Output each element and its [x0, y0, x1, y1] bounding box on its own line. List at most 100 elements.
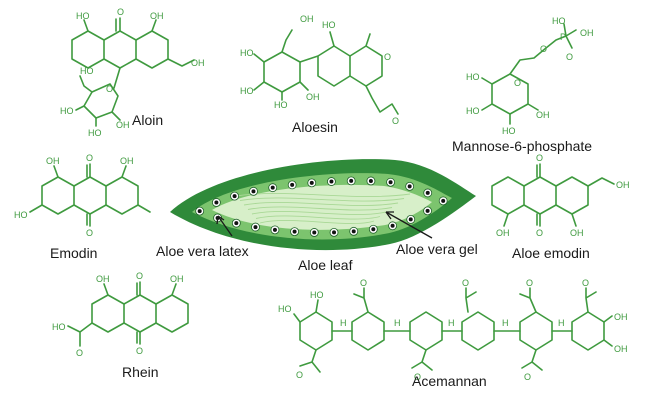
acemannan-h-3: H [448, 318, 455, 328]
aloin-label: Aloin [132, 112, 163, 128]
aloesin-oh-4: HO [240, 86, 254, 96]
latex-label: Aloe vera latex [156, 243, 249, 259]
aloin-o-ring: O [106, 84, 113, 94]
gel-label: Aloe vera gel [396, 241, 478, 257]
aloe-emodin-sidechain [587, 177, 615, 187]
rhein-ring-left [91, 294, 125, 333]
gel-fiber [247, 206, 393, 211]
latex-cell-core [388, 180, 393, 185]
mannose-oh-2: OH [580, 28, 594, 38]
latex-cell-core [253, 225, 258, 230]
gel-fiber [243, 201, 399, 207]
emodin-oh-3: HO [14, 210, 28, 220]
gel-pointer-arrow [385, 211, 433, 239]
mannose-o-1: O [540, 44, 547, 54]
aloin-ring-right [135, 30, 169, 69]
mannose-ring-bonds [481, 77, 539, 125]
latex-cell-core [390, 223, 395, 228]
aloe-emodin-o-2: O [536, 228, 543, 238]
acemannan-o-2: O [462, 278, 469, 288]
aloe-emodin-ring-center [523, 176, 557, 215]
latex-cell-core [214, 200, 219, 205]
acemannan-o-1: O [360, 278, 367, 288]
latex-cell-core [232, 194, 237, 199]
mannose-oh-5: HO [502, 126, 516, 136]
rhein-substituents [67, 283, 177, 347]
acemannan-h-5: H [558, 318, 565, 328]
aloesin-label: Aloesin [292, 119, 338, 135]
latex-cell-core [332, 230, 337, 235]
aloin-o: O [117, 7, 124, 17]
latex-cell-core [425, 208, 430, 213]
latex-pointer-arrow [217, 215, 233, 237]
aloesin-chromone [329, 31, 383, 87]
gel-fiber [259, 220, 375, 224]
aloin-substituents [83, 19, 195, 67]
latex-cell-core [197, 209, 202, 214]
aloe-emodin-oh-2: OH [496, 228, 510, 238]
rhein-o-1: O [136, 271, 143, 281]
aloe-emodin-ring-left [491, 176, 525, 215]
aloin-ring-center [103, 30, 137, 69]
aloe-emodin-label: Aloe emodin [512, 245, 590, 261]
aloesin-sugar [263, 51, 301, 93]
emodin-o-2: O [86, 228, 93, 238]
latex-cell-core [368, 178, 373, 183]
latex-cell-core [351, 229, 356, 234]
rhein-ring-center [123, 294, 157, 333]
leaf-latex-cells [195, 176, 448, 237]
latex-cell-core [270, 185, 275, 190]
gel-fiber [251, 210, 387, 216]
acemannan-o-6: O [414, 372, 421, 382]
rhein-label: Rhein [122, 364, 159, 380]
rhein-oh-1: OH [96, 274, 110, 284]
rhein-o-3: O [76, 348, 83, 358]
latex-cell-core [371, 227, 376, 232]
mannose-oh-3: HO [466, 72, 480, 82]
latex-cell-core [329, 179, 334, 184]
gel-fiber [239, 197, 405, 202]
acemannan-unit-3 [409, 311, 443, 351]
gel-pointer-arrowhead [385, 211, 394, 220]
aloesin-o-1: O [384, 52, 391, 62]
aloe-emodin-ring-right [555, 176, 589, 215]
latex-cell-core [290, 182, 295, 187]
emodin-molecule: O O OH OH HO [14, 153, 151, 238]
acemannan-molecule: HO HO O O O O H H H H H O O O OH OH [278, 278, 628, 382]
latex-cell-core [272, 227, 277, 232]
mannose-o-2: O [566, 52, 573, 62]
aloesin-o-2: O [392, 116, 399, 126]
aloesin-sugar-bonds [253, 29, 309, 101]
rhein-molecule: O O OH OH HO O [52, 271, 189, 358]
aloe-emodin-substituents [503, 213, 577, 227]
mannose-oh-4: HO [466, 106, 480, 116]
acemannan-o-7: O [524, 372, 531, 382]
aloesin-sidechain [365, 85, 399, 115]
aloin-molecule: O HO OH OH HO O HO HO OH [60, 7, 205, 138]
mannose-label: Mannose-6-phosphate [452, 138, 592, 154]
acemannan-unit-4 [461, 311, 495, 351]
rhein-o-2: O [136, 346, 143, 356]
acemannan-h-4: H [502, 318, 509, 328]
aloe-emodin-oh-1: OH [616, 180, 630, 190]
acemannan-unit-2 [351, 311, 385, 351]
acemannan-oh-2: HO [310, 290, 324, 300]
aloesin-molecule: OH HO HO HO HO OH O O [240, 14, 399, 126]
mannose-oh-6: OH [536, 110, 550, 120]
aloe-emodin-molecule: O O OH OH OH [491, 153, 630, 238]
acemannan-unit-5 [519, 311, 553, 351]
acemannan-o-3: O [526, 278, 533, 288]
aloe-emodin-oh-3: OH [570, 228, 584, 238]
emodin-ring-left [41, 176, 75, 215]
latex-cell-core [349, 178, 354, 183]
acemannan-h-1: H [340, 318, 347, 328]
emodin-oh-2: OH [120, 156, 134, 166]
aloin-oh-6: HO [88, 128, 102, 138]
latex-cell-core [251, 189, 256, 194]
aloesin-oh-1: OH [300, 14, 314, 24]
mannose-p: P [560, 32, 566, 42]
aloe-emodin-carbonyls [536, 163, 541, 227]
aloesin-oh-2: HO [322, 20, 336, 30]
aloin-oh-3: OH [191, 58, 205, 68]
gel-fiber [255, 215, 381, 220]
